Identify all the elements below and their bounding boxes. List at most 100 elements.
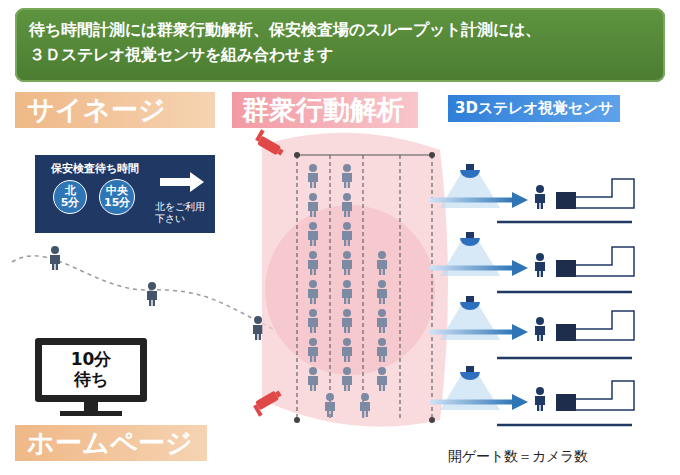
person-icon bbox=[535, 253, 545, 277]
person-icon bbox=[342, 251, 352, 275]
panel-heading: 保安検査待ち時間 bbox=[51, 161, 139, 176]
camera-field bbox=[262, 133, 448, 427]
queue-line bbox=[296, 155, 297, 420]
sensor-mount bbox=[466, 296, 474, 302]
queue-line bbox=[431, 155, 432, 420]
direction-arrow bbox=[160, 172, 204, 192]
person-icon bbox=[308, 251, 318, 275]
separator-line bbox=[497, 291, 632, 294]
person-icon bbox=[360, 393, 370, 417]
person-icon bbox=[308, 338, 318, 362]
arrow-head bbox=[512, 394, 528, 410]
person-icon bbox=[325, 393, 335, 417]
wait-time: 北 5分 bbox=[58, 185, 82, 209]
gate-lane bbox=[576, 247, 634, 276]
flow-arrow bbox=[430, 400, 514, 405]
person-icon bbox=[377, 338, 387, 362]
person-icon bbox=[535, 317, 545, 341]
section-band: 3Dステレオ視覚センサ bbox=[448, 95, 620, 122]
section-heading: ホームページ bbox=[27, 425, 193, 461]
title-banner: 待ち時間計測には群衆行動解析、保安検査場のスループット計測には、３Ｄステレオ視覚… bbox=[15, 8, 665, 82]
camera-lens bbox=[277, 148, 283, 155]
separator-line bbox=[497, 357, 632, 360]
security-camera bbox=[254, 129, 287, 157]
monitor-frame bbox=[35, 338, 147, 402]
queue-line bbox=[329, 155, 330, 420]
sensor-mount bbox=[466, 164, 474, 170]
separator-line bbox=[497, 424, 632, 427]
dot bbox=[294, 152, 300, 158]
separator-line bbox=[497, 221, 632, 224]
person-icon bbox=[308, 164, 318, 188]
person-icon bbox=[342, 280, 352, 304]
monitor-stand bbox=[84, 402, 98, 411]
person-icon bbox=[535, 185, 545, 209]
stereo-sensor bbox=[460, 238, 480, 246]
sensor-mount bbox=[466, 232, 474, 238]
wait-time-badge: 北 5分 bbox=[53, 180, 87, 214]
person-icon bbox=[535, 387, 545, 411]
security-camera bbox=[252, 389, 285, 417]
person-icon bbox=[377, 309, 387, 333]
monitor-screen bbox=[42, 345, 140, 395]
flow-arrow bbox=[430, 198, 514, 203]
crowd bbox=[308, 164, 387, 417]
stereo-sensor bbox=[460, 302, 480, 310]
section-band: サイネージ bbox=[15, 92, 215, 128]
note-label: 開ゲート数＝カメラ数 bbox=[448, 448, 588, 466]
sensor-row bbox=[430, 164, 634, 209]
person-icon bbox=[50, 246, 60, 270]
person-icon bbox=[147, 282, 157, 306]
camera-field bbox=[265, 205, 435, 375]
person-icon bbox=[342, 367, 352, 391]
title-text: 待ち時間計測には群衆行動解析、保安検査場のスループット計測には、３Ｄステレオ視覚… bbox=[29, 18, 554, 68]
queue-line bbox=[399, 155, 400, 420]
wait-time-badge: 中央 15分 bbox=[99, 179, 135, 215]
arrow-head bbox=[512, 324, 528, 340]
person-icon bbox=[342, 164, 352, 188]
person-icon bbox=[342, 193, 352, 217]
camera-mount bbox=[253, 404, 262, 416]
queue-line bbox=[362, 155, 363, 420]
person-icon bbox=[342, 309, 352, 333]
queue-lines bbox=[297, 155, 432, 420]
dot bbox=[429, 417, 435, 423]
arrow-head bbox=[512, 260, 528, 276]
person-icon bbox=[342, 338, 352, 362]
camera-body bbox=[255, 391, 279, 411]
person-icon bbox=[308, 367, 318, 391]
camera-lens bbox=[275, 390, 281, 397]
stereo-sensor bbox=[460, 170, 480, 178]
sensor-row bbox=[430, 232, 634, 277]
camera-body bbox=[257, 136, 281, 156]
section-heading: 群衆行動解析 bbox=[242, 92, 404, 128]
gate-box bbox=[556, 394, 576, 411]
area-line bbox=[297, 154, 432, 155]
person-icon bbox=[308, 193, 318, 217]
flow-arrow bbox=[430, 266, 514, 271]
flow-arrow bbox=[430, 330, 514, 335]
gate-box bbox=[556, 192, 576, 209]
sensor-mount bbox=[466, 366, 474, 372]
sensor-row bbox=[430, 296, 634, 341]
person-icon bbox=[308, 309, 318, 333]
camera-mount bbox=[255, 129, 264, 141]
dot bbox=[429, 152, 435, 158]
sensor-row bbox=[430, 366, 634, 411]
person-icon bbox=[308, 222, 318, 246]
gate-box bbox=[556, 260, 576, 277]
person-icon bbox=[377, 280, 387, 304]
signage-panel: 保安検査待ち時間北をご利用 下さい 北 5分中央 15分 bbox=[35, 155, 215, 233]
stereo-sensor bbox=[460, 372, 480, 380]
gate-lane bbox=[576, 179, 634, 208]
wait-time: 10分 待ち bbox=[68, 350, 114, 389]
panel-note: 北をご利用 下さい bbox=[155, 201, 211, 225]
walking-people bbox=[50, 246, 263, 340]
person-icon bbox=[377, 251, 387, 275]
section-band: 群衆行動解析 bbox=[232, 92, 418, 128]
gate-lane bbox=[576, 381, 634, 410]
dot bbox=[294, 417, 300, 423]
monitor-display: 10分 待ち bbox=[42, 345, 140, 395]
person-icon bbox=[342, 222, 352, 246]
gate-box bbox=[556, 324, 576, 341]
